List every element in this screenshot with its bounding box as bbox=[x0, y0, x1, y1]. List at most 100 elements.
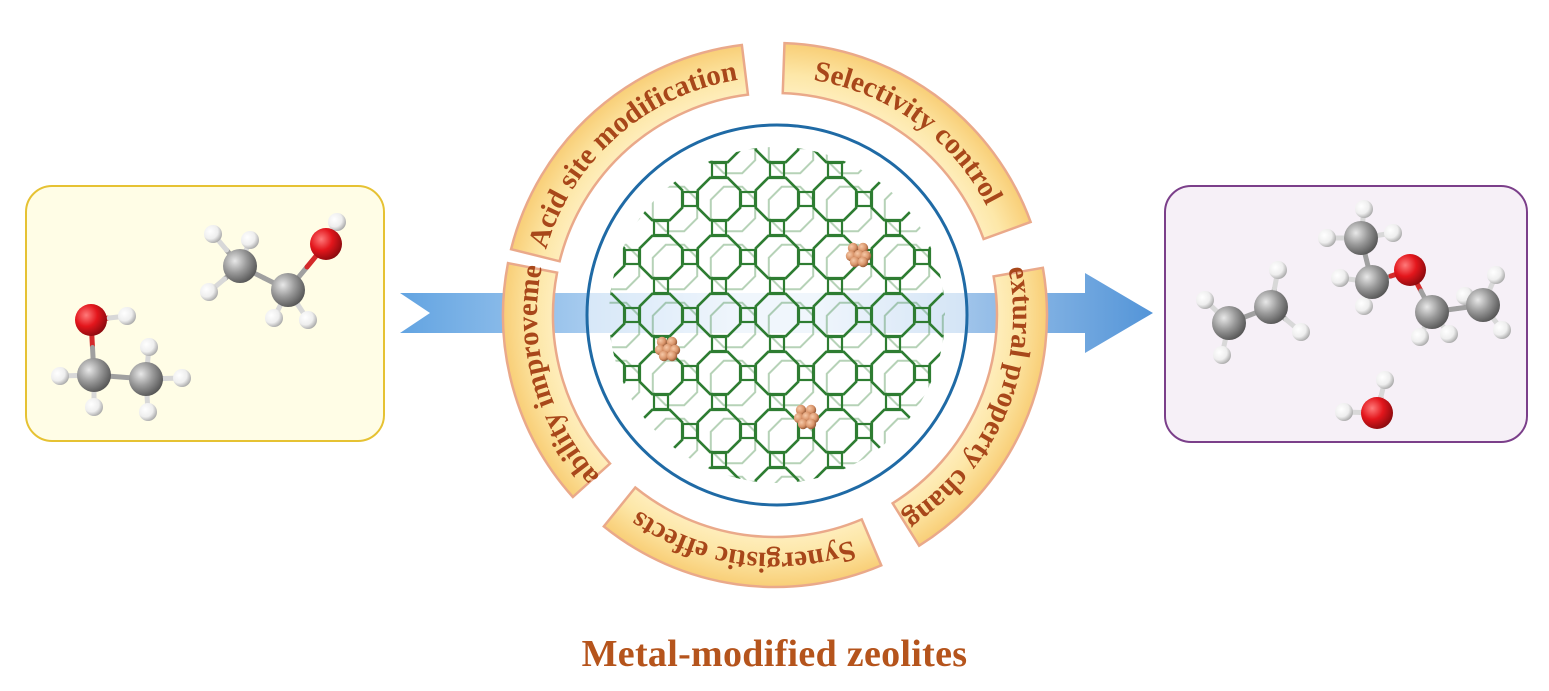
ethanol-molecule bbox=[51, 304, 191, 421]
zeolite-linker bbox=[712, 511, 726, 525]
zeolite-linker bbox=[596, 569, 610, 583]
metal-atom bbox=[666, 350, 678, 362]
ethanol-molecule bbox=[200, 213, 346, 329]
diagram-caption: Metal-modified zeolites bbox=[581, 633, 968, 675]
metal-atom bbox=[805, 418, 817, 430]
carbon-atom bbox=[129, 362, 163, 396]
zeolite-linker bbox=[538, 569, 552, 583]
zeolite-cage-back bbox=[825, 417, 873, 465]
zeolite-cage-back bbox=[709, 301, 757, 349]
hydrogen-atom bbox=[1487, 266, 1505, 284]
zeolite-cage-back bbox=[883, 301, 931, 349]
oxygen-atom bbox=[1394, 254, 1426, 286]
zeolite-linker bbox=[828, 105, 842, 119]
zeolite-cage-back bbox=[609, 243, 641, 291]
molecules bbox=[51, 200, 1511, 429]
zeolite-cage-back bbox=[1001, 535, 1045, 579]
ring-segment-1 bbox=[509, 43, 750, 263]
hydrogen-atom bbox=[1440, 325, 1458, 343]
zeolite-cage-back bbox=[825, 185, 873, 233]
zeolite-cage-back bbox=[651, 359, 699, 407]
hydrogen-atom bbox=[1335, 403, 1353, 421]
zeolite-linker bbox=[538, 511, 552, 525]
zeolite-linker bbox=[770, 105, 784, 119]
ring-segment-4 bbox=[602, 485, 883, 589]
metal-atom bbox=[849, 256, 861, 268]
zeolite-cage bbox=[988, 62, 1030, 104]
carbon-atom bbox=[271, 273, 305, 307]
zeolite-cage-back bbox=[537, 535, 581, 579]
hydrogen-atom bbox=[85, 398, 103, 416]
metal-clusters bbox=[654, 242, 872, 430]
product-panel bbox=[1164, 185, 1528, 443]
water-molecule bbox=[1335, 371, 1394, 429]
hydrogen-atom bbox=[1355, 200, 1373, 218]
zeolite-linker bbox=[973, 76, 987, 90]
zeolite-cage bbox=[988, 526, 1030, 568]
carbon-atom bbox=[1415, 295, 1449, 329]
zeolite-linker bbox=[1031, 250, 1045, 264]
zeolite-cage-back bbox=[767, 301, 815, 349]
ring-segment-5 bbox=[501, 261, 612, 499]
carbon-atom bbox=[1254, 290, 1288, 324]
ring-segment-3 bbox=[890, 266, 1049, 548]
metal-atom bbox=[797, 418, 809, 430]
zeolite-linker bbox=[770, 511, 784, 525]
zeolite-cage-back bbox=[709, 185, 757, 233]
zeolite-linker bbox=[1002, 105, 1016, 119]
hydrogen-atom bbox=[1292, 323, 1310, 341]
zeolite-cage bbox=[609, 350, 626, 396]
zeolite-cage-back bbox=[825, 359, 873, 407]
zeolite-linker bbox=[567, 76, 581, 90]
zeolite-cage bbox=[524, 62, 566, 104]
hydrogen-atom bbox=[118, 307, 136, 325]
carbon-atom bbox=[1355, 265, 1389, 299]
zeolite-cage-back bbox=[709, 147, 757, 175]
metal-cluster bbox=[654, 336, 681, 362]
zeolite-cage-back bbox=[609, 301, 641, 349]
zeolite-cage-back bbox=[767, 147, 815, 175]
zeolite-cage bbox=[928, 234, 945, 280]
ethylene-molecule bbox=[1196, 261, 1310, 364]
zeolite-cage-back bbox=[825, 147, 873, 175]
hydrogen-atom bbox=[1376, 371, 1394, 389]
metal-atom bbox=[847, 242, 859, 254]
hydrogen-atom bbox=[204, 225, 222, 243]
zeolite-linker bbox=[828, 511, 842, 525]
zeolite-linker bbox=[1031, 134, 1045, 148]
metal-atom bbox=[658, 350, 670, 362]
zeolite-cage bbox=[928, 350, 945, 396]
hydrogen-atom bbox=[1384, 224, 1402, 242]
metal-atom bbox=[795, 404, 807, 416]
zeolite-cage bbox=[609, 292, 626, 338]
carbon-atom bbox=[223, 249, 257, 283]
zeolite-cage bbox=[524, 526, 566, 568]
hydrogen-atom bbox=[1213, 346, 1231, 364]
hydrogen-atom bbox=[1318, 229, 1336, 247]
carbon-atom bbox=[77, 358, 111, 392]
zeolite-linker bbox=[944, 569, 958, 583]
zeolite-cage-back bbox=[1001, 71, 1045, 115]
zeolite-cage-back bbox=[883, 243, 931, 291]
hydrogen-atom bbox=[328, 213, 346, 231]
hydrogen-atom bbox=[241, 231, 259, 249]
zeolite-boundary-ring bbox=[585, 123, 969, 507]
zeolite-cage-back bbox=[709, 243, 757, 291]
metal-cluster bbox=[845, 242, 872, 268]
carbon-atom bbox=[1344, 221, 1378, 255]
carbon-atom bbox=[1212, 306, 1246, 340]
hydrogen-atom bbox=[1493, 321, 1511, 339]
ring-segment-2 bbox=[781, 41, 1033, 241]
zeolite-cage-back bbox=[767, 359, 815, 407]
hydrogen-atom bbox=[1411, 328, 1429, 346]
zeolite-linker bbox=[712, 105, 726, 119]
zeolite-cage bbox=[754, 466, 800, 483]
zeolite-linker bbox=[654, 569, 668, 583]
hydrogen-atom bbox=[1331, 269, 1349, 287]
zeolite-cage-back bbox=[943, 535, 987, 579]
metal-atom bbox=[656, 336, 668, 348]
zeolite-cage-back bbox=[767, 243, 815, 291]
zeolite-cage-back bbox=[767, 185, 815, 233]
zeolite-linker bbox=[886, 569, 900, 583]
